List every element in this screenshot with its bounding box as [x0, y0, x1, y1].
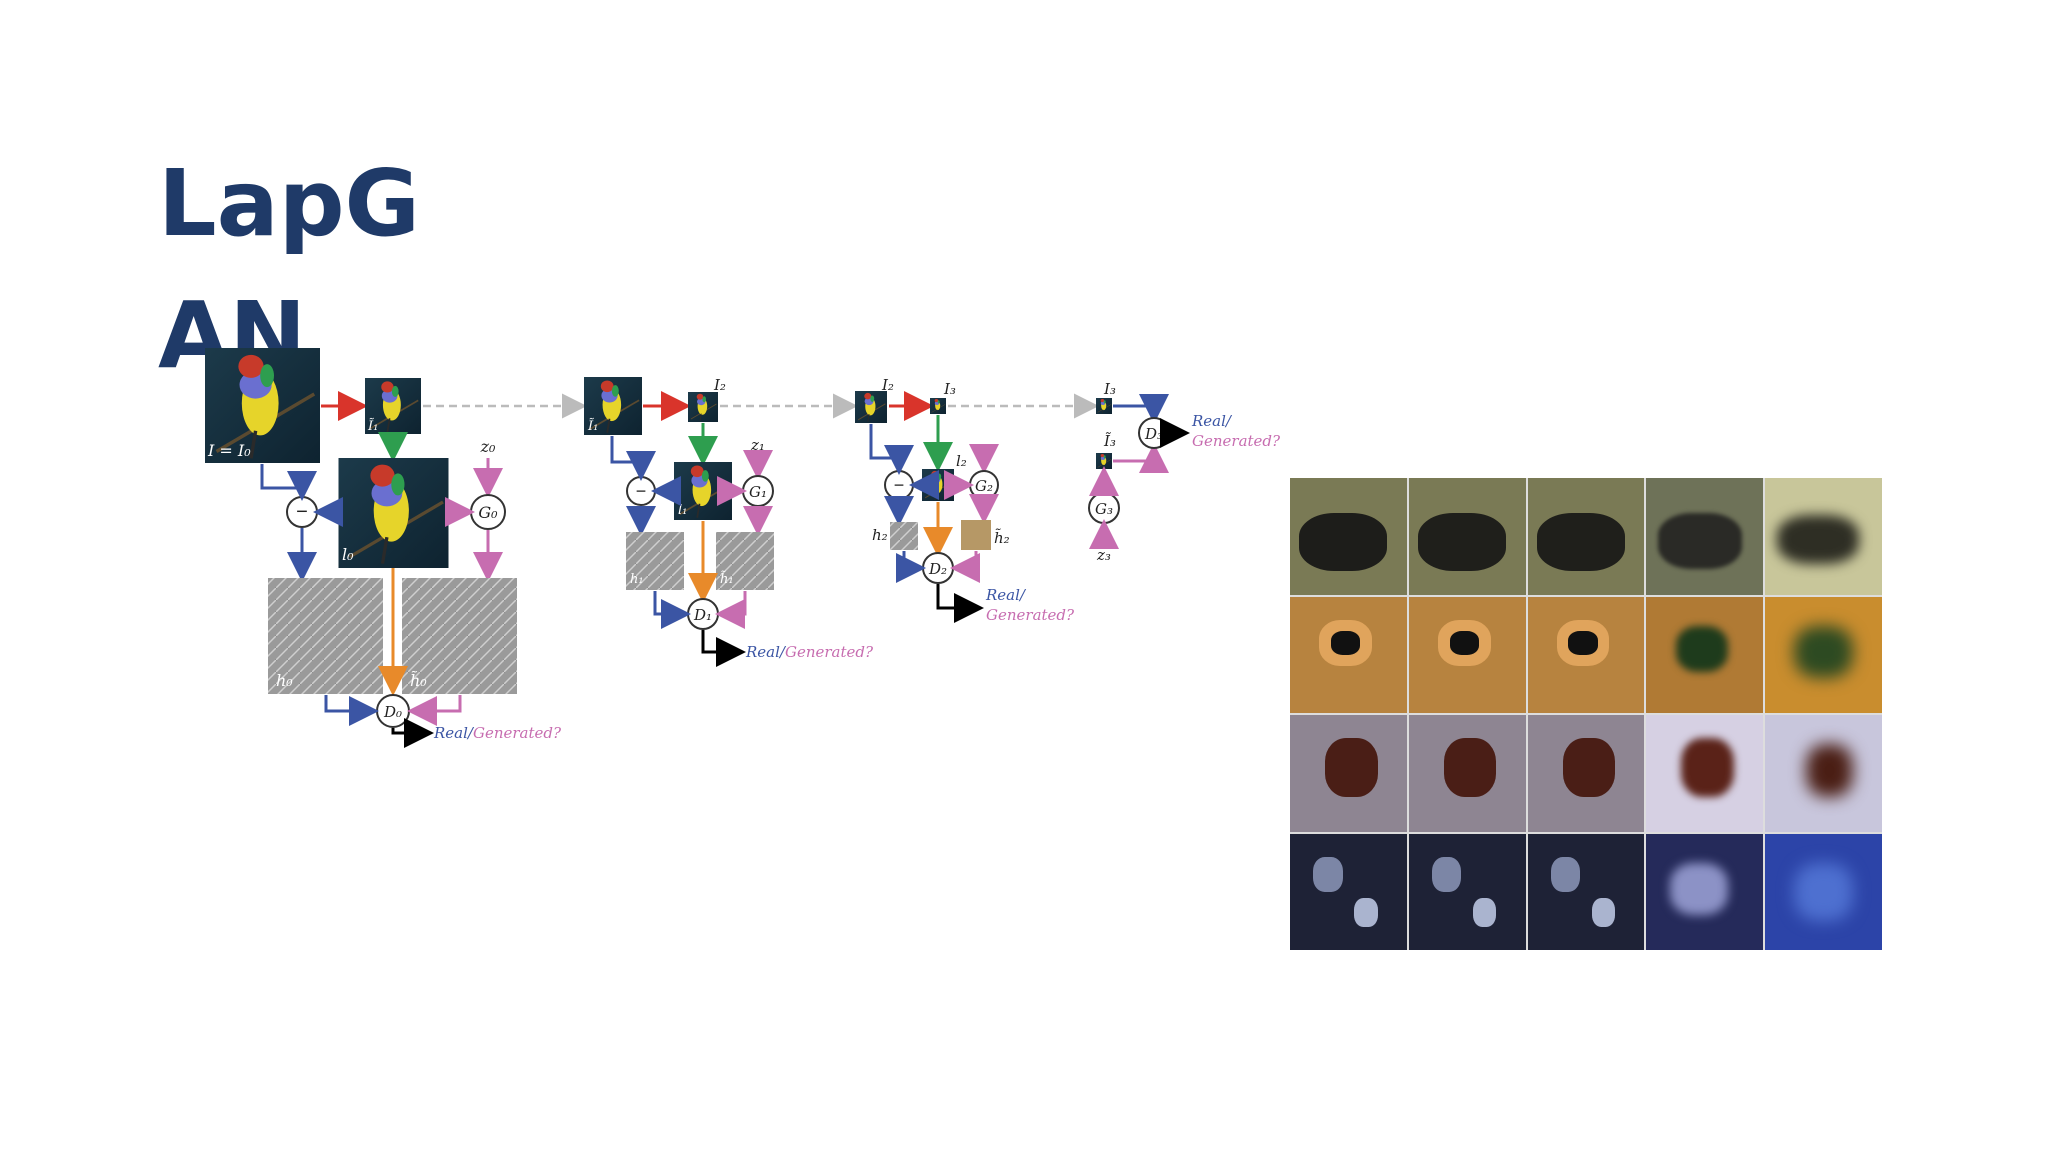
label-I3-tilde: Ĩ₃	[1103, 432, 1116, 450]
label-I1-tilde: Ĩ₁	[367, 418, 378, 434]
arrow-h1tilde-to-D1	[715, 591, 747, 629]
downsampled-image-I3	[930, 398, 946, 414]
label-I3: I₃	[943, 380, 956, 398]
slide-title: LapGAN	[158, 150, 421, 389]
arrow-h1-to-D1	[653, 591, 691, 629]
output-label-D0: Real/Generated?	[433, 724, 562, 742]
level3-generated-image	[1096, 453, 1112, 469]
output-generated-1: Generated?	[785, 643, 874, 661]
arrow-h2tilde-to-D2	[950, 551, 980, 583]
arrow-D0-output	[391, 718, 434, 748]
sample-image	[1408, 715, 1526, 832]
output-real-2: Real/	[985, 586, 1027, 604]
sample-image	[1646, 478, 1764, 595]
output-real-1: Real/	[745, 643, 787, 661]
residual-image-h0	[268, 578, 383, 694]
label-level2-input: I₂	[881, 376, 894, 394]
output-generated-2: Generated?	[986, 606, 1075, 624]
label-D2: D₂	[928, 560, 947, 578]
output-generated-0: Generated?	[473, 724, 562, 742]
sample-image	[1408, 478, 1526, 595]
label-h1: h₁	[630, 572, 644, 587]
arrow-h0tilde-to-D0	[407, 695, 462, 726]
output-label-D1: Real/Generated?	[745, 643, 874, 661]
sample-image	[1290, 596, 1407, 713]
residual-image-h1	[626, 532, 684, 590]
residual-image-h1-tilde	[716, 532, 774, 590]
label-D0: D₀	[383, 703, 402, 721]
sample-image	[1765, 833, 1882, 950]
label-D3: D₃	[1144, 425, 1163, 443]
level1-group: Ĩ₁ I₂ l₁ − z₁ G₁ h₁ h̃₁ D₁ Real/Generate…	[584, 376, 874, 667]
sample-image	[1527, 715, 1645, 832]
label-G0: G₀	[478, 503, 498, 522]
upsampled-image-l0	[336, 458, 451, 568]
arrow-D1-output	[701, 630, 746, 667]
sample-image	[1527, 478, 1645, 595]
label-h0: h₀	[276, 671, 293, 690]
level3-group: I₃ Ĩ₃ D₃ Real/ Generated? G₃ z₃	[1088, 380, 1281, 564]
arrow-D2-output	[936, 584, 984, 623]
arrow-I3tilde-to-D3	[1113, 443, 1169, 473]
sample-image	[1527, 596, 1645, 713]
minus-symbol-1: −	[636, 481, 647, 501]
minus-symbol: −	[296, 501, 308, 523]
label-z2: z₂	[976, 438, 991, 456]
sample-image	[1765, 715, 1882, 832]
level2-group: I₂ I₃ l₂ − z₂ G₂ h₂ h̃₂ D₂ Real/ Generat…	[855, 376, 1099, 624]
upsampled-image-l2	[922, 469, 954, 501]
residual-image-h2-tilde	[961, 520, 991, 550]
sample-image	[1290, 478, 1407, 595]
sample-image	[1646, 833, 1764, 950]
downsampled-image-I2	[688, 392, 718, 422]
sample-image	[1646, 596, 1764, 713]
arrow-input1-to-minus	[610, 436, 656, 481]
label-I2: I₂	[713, 376, 726, 394]
label-G3: G₃	[1095, 500, 1113, 518]
label-h2-tilde: h̃₂	[994, 529, 1010, 547]
sample-image	[1290, 715, 1407, 832]
generated-samples-grid	[1290, 478, 1882, 950]
level2-input-image	[855, 391, 887, 423]
sample-image	[1527, 833, 1645, 950]
minus-symbol-2: −	[894, 475, 905, 495]
label-z1: z₁	[750, 436, 765, 454]
label-l1: l₁	[678, 503, 687, 518]
output-real-0: Real/	[433, 724, 475, 742]
residual-image-h0-tilde	[402, 578, 517, 694]
sample-image	[1765, 478, 1882, 595]
residual-image-h2	[890, 522, 918, 550]
label-z0: z₀	[480, 437, 496, 456]
label-l0: l₀	[342, 545, 354, 564]
label-h2: h₂	[872, 526, 888, 544]
output-real-3: Real/	[1191, 412, 1233, 430]
sample-image	[1408, 833, 1526, 950]
arrow-I3-to-D3	[1113, 394, 1169, 424]
level0-group: I = I₀ Ĩ₁ l₀ − z₀ G₀ h₀ h̃₀ D₀	[205, 348, 587, 748]
label-I0: I = I₀	[207, 441, 251, 460]
arrow-input2-to-minus	[869, 424, 914, 475]
sample-image	[1765, 596, 1882, 713]
label-D1: D₁	[693, 606, 712, 624]
label-z3: z₃	[1096, 546, 1111, 564]
arrow-input-to-minus	[260, 464, 317, 501]
label-G2: G₂	[975, 477, 993, 495]
label-l2: l₂	[956, 452, 967, 470]
arrow-h2-to-D2	[896, 551, 926, 583]
label-h0-tilde: h̃₀	[410, 671, 427, 690]
label-G1: G₁	[749, 483, 767, 501]
level3-real-image	[1096, 398, 1112, 414]
label-I3-real: I₃	[1103, 380, 1116, 398]
label-h1-tilde: h̃₁	[720, 570, 734, 587]
sample-image	[1408, 596, 1526, 713]
sample-image	[1646, 715, 1764, 832]
output-generated-3: Generated?	[1192, 432, 1281, 450]
label-level1-input: Ĩ₁	[587, 418, 598, 434]
sample-image	[1290, 833, 1407, 950]
arrow-h0-to-D0	[324, 695, 379, 726]
